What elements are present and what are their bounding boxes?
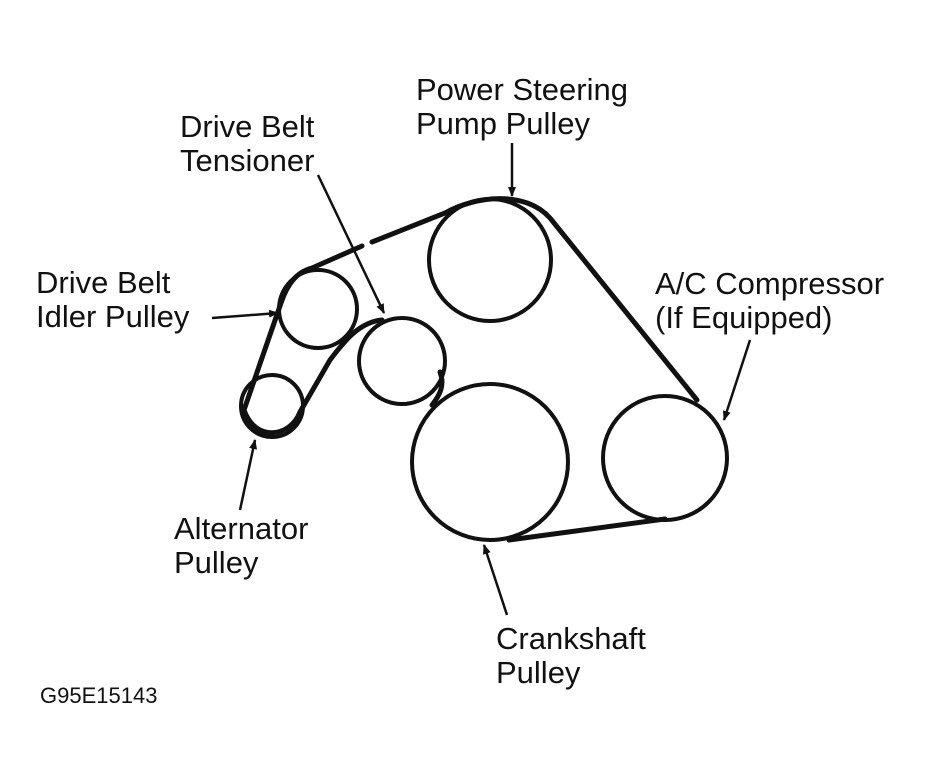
crankshaft-leader: [482, 544, 509, 616]
tensioner-leader: [316, 174, 386, 314]
alternator-label-line1: Alternator: [174, 511, 309, 546]
drive-belt-tensioner-pulley: [357, 316, 447, 406]
crankshaft-pulley: [410, 382, 570, 542]
ac-compressor-label-line2: (If Equipped): [655, 300, 833, 335]
crankshaft-label: Crankshaft Pulley: [496, 622, 646, 690]
drive-belt: [241, 196, 700, 543]
idler-label-line2: Idler Pulley: [36, 299, 190, 334]
idler-leader: [211, 309, 279, 320]
idler-label: Drive Belt Idler Pulley: [36, 266, 189, 334]
idler-label-line1: Drive Belt: [36, 265, 171, 300]
alternator-leader: [238, 439, 258, 511]
power-steering-pump-pulley: [427, 197, 553, 323]
alternator-label: Alternator Pulley: [174, 512, 308, 580]
crankshaft-label-line1: Crankshaft: [496, 621, 646, 656]
power-steering-label-line2: Pump Pulley: [416, 106, 591, 141]
tensioner-label-line2: Tensioner: [180, 143, 315, 178]
alternator-label-line2: Pulley: [174, 545, 259, 580]
ac-compressor-label: A/C Compressor (If Equipped): [655, 267, 884, 335]
tensioner-label: Drive Belt Tensioner: [180, 110, 314, 178]
ac-compressor-pulley: [601, 394, 729, 522]
tensioner-label-line1: Drive Belt: [180, 109, 315, 144]
crankshaft-label-line2: Pulley: [496, 655, 581, 690]
power-steering-label-line1: Power Steering: [416, 72, 628, 107]
figure-code: G95E15143: [40, 683, 158, 708]
ac-compressor-label-line1: A/C Compressor: [655, 266, 885, 301]
power-steering-label: Power Steering Pump Pulley: [416, 73, 628, 141]
ac-compressor-leader: [722, 339, 752, 421]
